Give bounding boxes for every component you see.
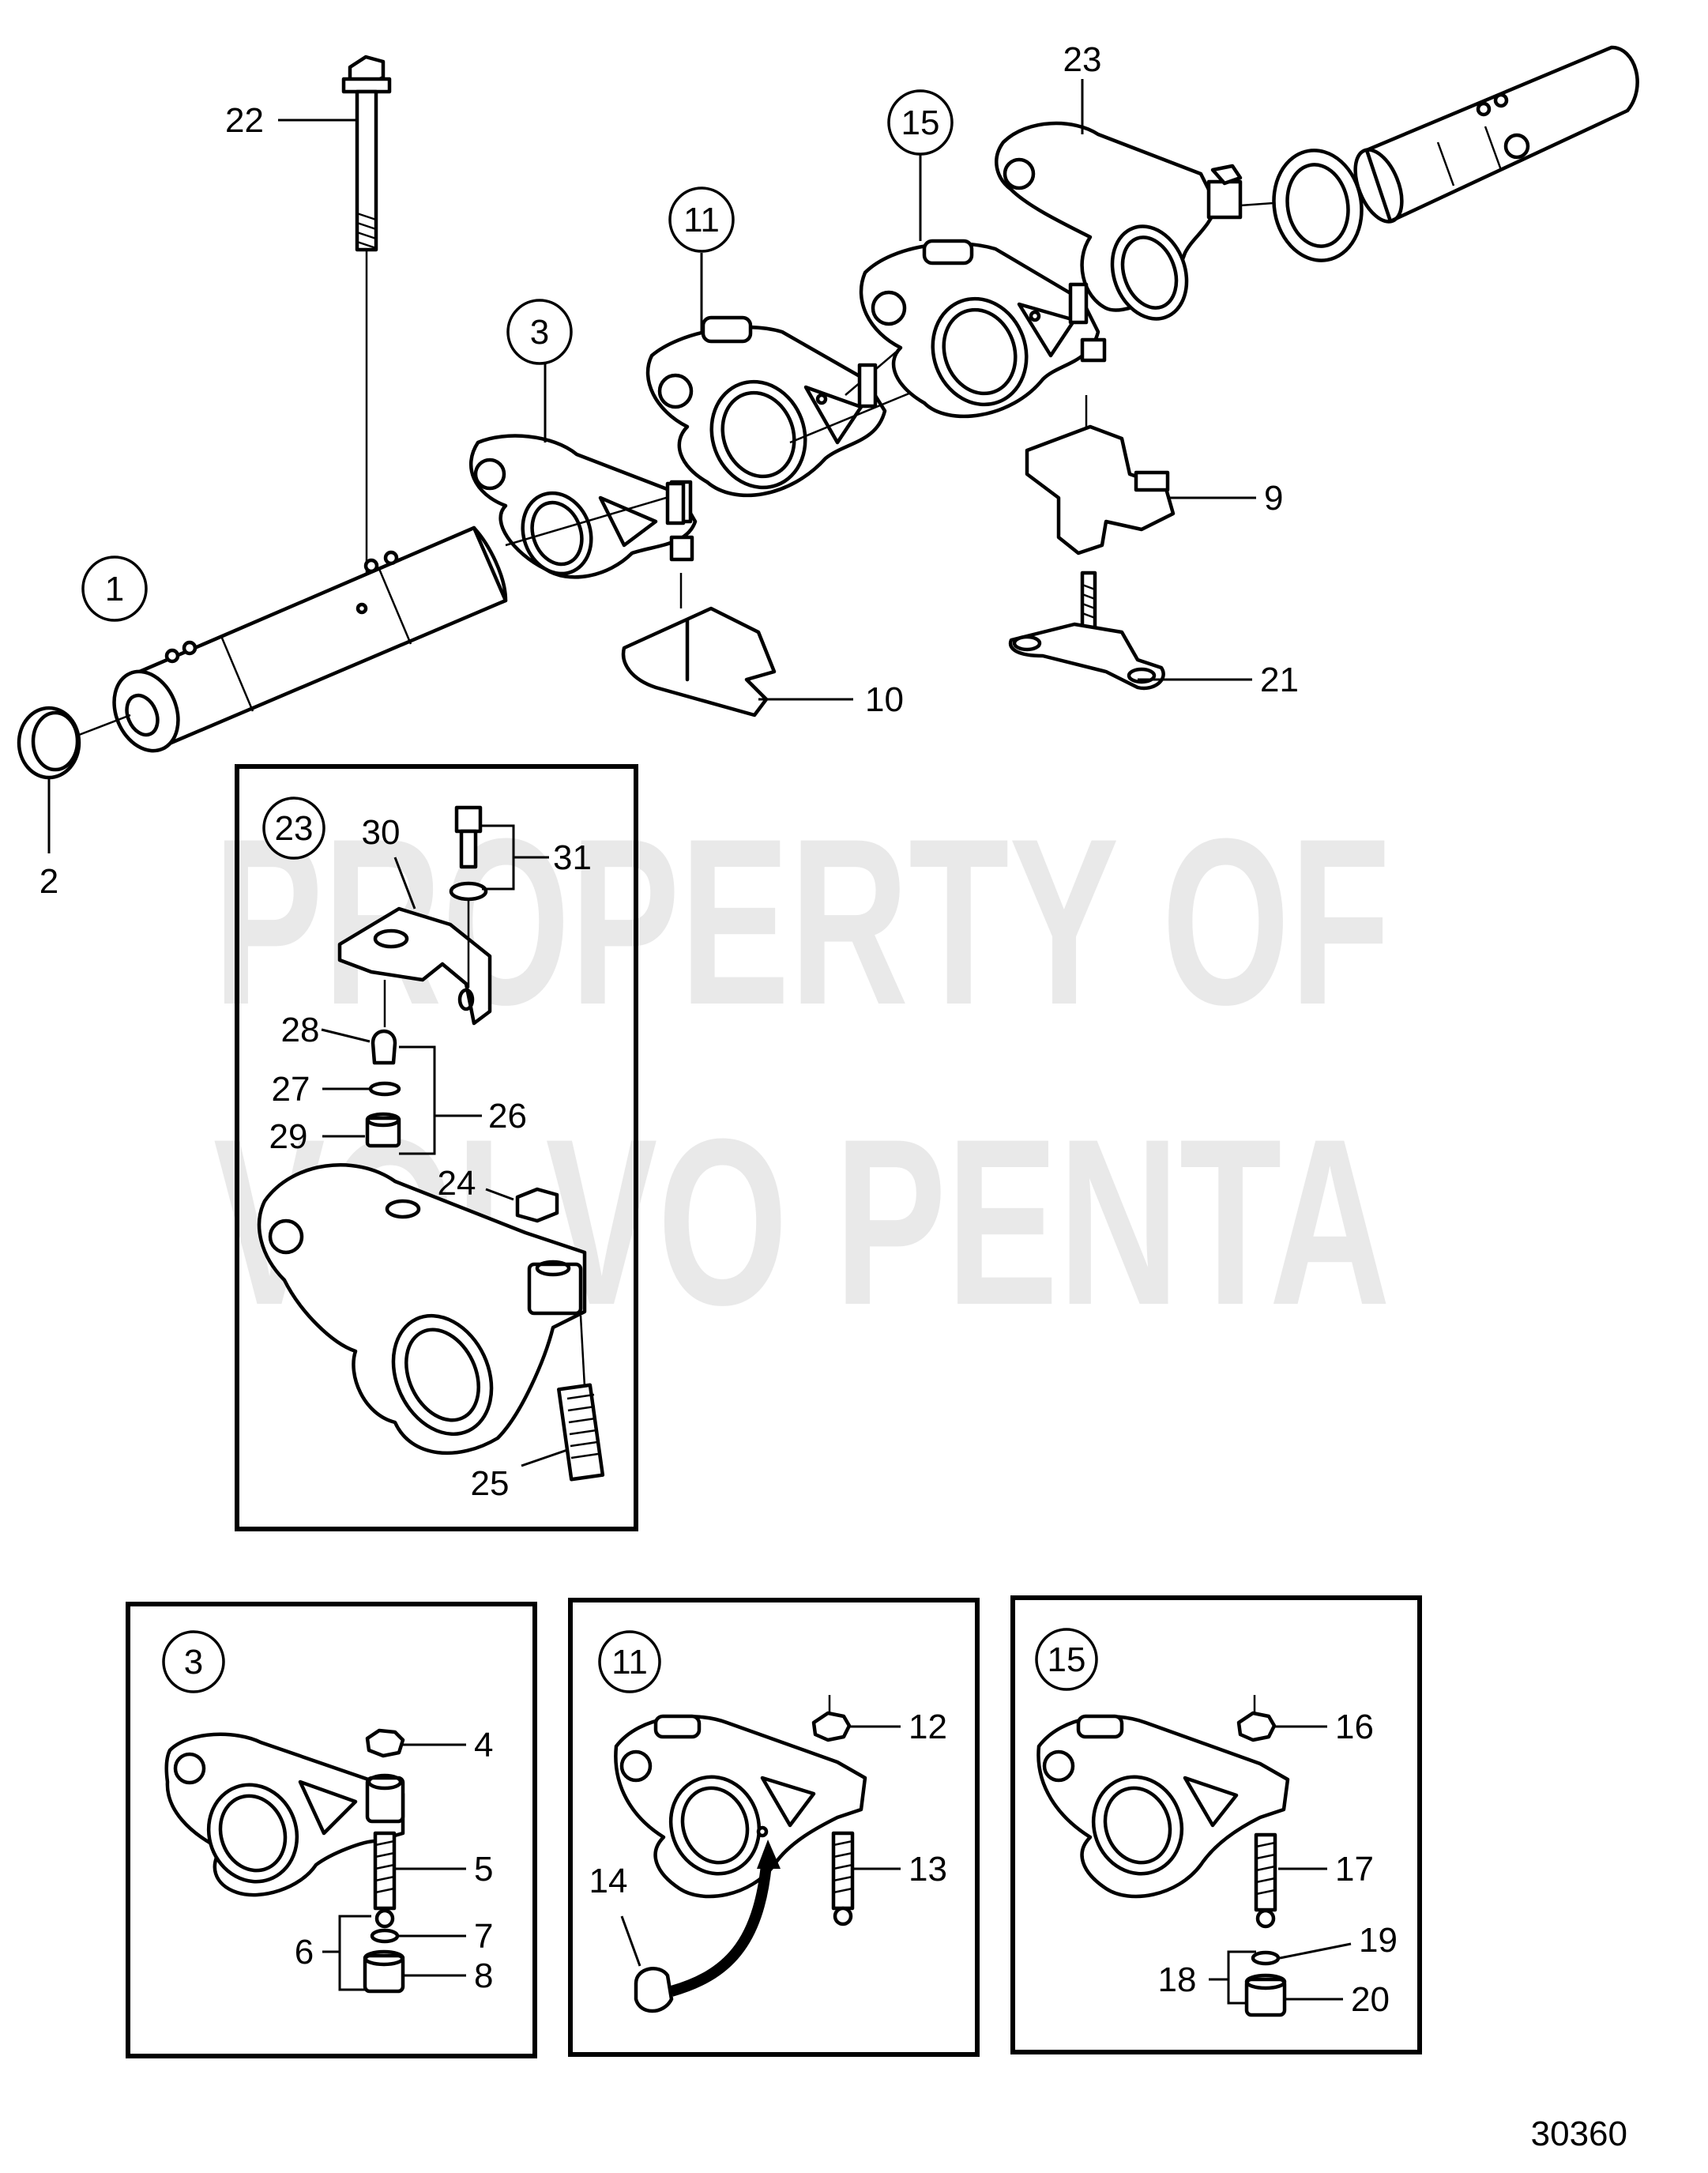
main-adjusting-screws bbox=[665, 282, 1107, 562]
label-26: 26 bbox=[488, 1097, 527, 1135]
label-24: 24 bbox=[438, 1164, 476, 1203]
rocker-arm-11 bbox=[645, 315, 925, 498]
label-29: 29 bbox=[269, 1117, 308, 1156]
stud-21 bbox=[1008, 571, 1165, 691]
main-exploded-view: 1 2 3 9 10 11 15 21 22 23 bbox=[17, 40, 1639, 901]
label-19: 19 bbox=[1359, 1921, 1398, 1960]
label-4: 4 bbox=[474, 1726, 493, 1764]
bracket-10 bbox=[621, 573, 777, 717]
label-14: 14 bbox=[589, 1862, 628, 1900]
callout-15-text: 15 bbox=[901, 104, 940, 142]
label-6: 6 bbox=[295, 1933, 314, 1972]
label-20: 20 bbox=[1351, 1980, 1390, 2019]
watermark: PROPERTY OF VOLVO PENTA bbox=[213, 789, 1390, 1354]
callout-9-text: 9 bbox=[1264, 479, 1283, 518]
label-5: 5 bbox=[474, 1850, 493, 1889]
label-25: 25 bbox=[471, 1464, 510, 1503]
label-30: 30 bbox=[362, 813, 401, 852]
detail-box-3: 3 4 5 6 7 8 bbox=[126, 1602, 537, 2058]
shaft-1 bbox=[112, 525, 508, 753]
detail-3-header: 3 bbox=[184, 1643, 203, 1682]
callout-21-text: 21 bbox=[1260, 661, 1299, 699]
callout-10-text: 10 bbox=[865, 680, 904, 719]
callout-11: 11 bbox=[668, 186, 735, 253]
label-17: 17 bbox=[1335, 1850, 1374, 1889]
callout-23-text: 23 bbox=[1063, 40, 1102, 79]
detail-23-header: 23 bbox=[275, 809, 314, 848]
rocker-arm-23 bbox=[995, 121, 1296, 321]
detail-box-15: 15 16 17 18 19 20 bbox=[1010, 1595, 1422, 2054]
rocker-arm-15 bbox=[859, 239, 1100, 419]
detail-box-23: 23 bbox=[235, 764, 638, 1531]
main-leader-lines bbox=[47, 79, 1256, 853]
label-8: 8 bbox=[474, 1956, 493, 1995]
detail-15-header: 15 bbox=[1048, 1640, 1086, 1679]
spacer-ring bbox=[1272, 149, 1364, 262]
shaft-right bbox=[1353, 45, 1639, 224]
label-7: 7 bbox=[474, 1917, 493, 1956]
label-31: 31 bbox=[553, 838, 592, 877]
plug-2 bbox=[17, 706, 131, 780]
callout-11-text: 11 bbox=[683, 201, 720, 239]
callout-22-text: 22 bbox=[225, 101, 264, 140]
callout-1: 1 bbox=[81, 555, 148, 622]
label-28: 28 bbox=[281, 1011, 320, 1049]
callout-3-text: 3 bbox=[530, 313, 549, 352]
detail-box-11: 11 12 13 14 bbox=[568, 1598, 980, 2057]
callout-15: 15 bbox=[887, 89, 954, 156]
label-18: 18 bbox=[1158, 1960, 1197, 1999]
label-27: 27 bbox=[272, 1070, 310, 1109]
rocker-arm-3 bbox=[468, 434, 698, 579]
callout-1-text: 1 bbox=[105, 570, 124, 608]
callout-2-text: 2 bbox=[40, 862, 58, 901]
bracket-9 bbox=[1025, 395, 1176, 555]
label-13: 13 bbox=[909, 1850, 947, 1889]
callout-3: 3 bbox=[506, 299, 573, 365]
drawing-number: 30360 bbox=[1531, 2115, 1627, 2153]
detail-11-header: 11 bbox=[611, 1643, 648, 1682]
bolt-22 bbox=[341, 55, 392, 601]
label-12: 12 bbox=[909, 1708, 947, 1746]
label-16: 16 bbox=[1335, 1708, 1374, 1746]
